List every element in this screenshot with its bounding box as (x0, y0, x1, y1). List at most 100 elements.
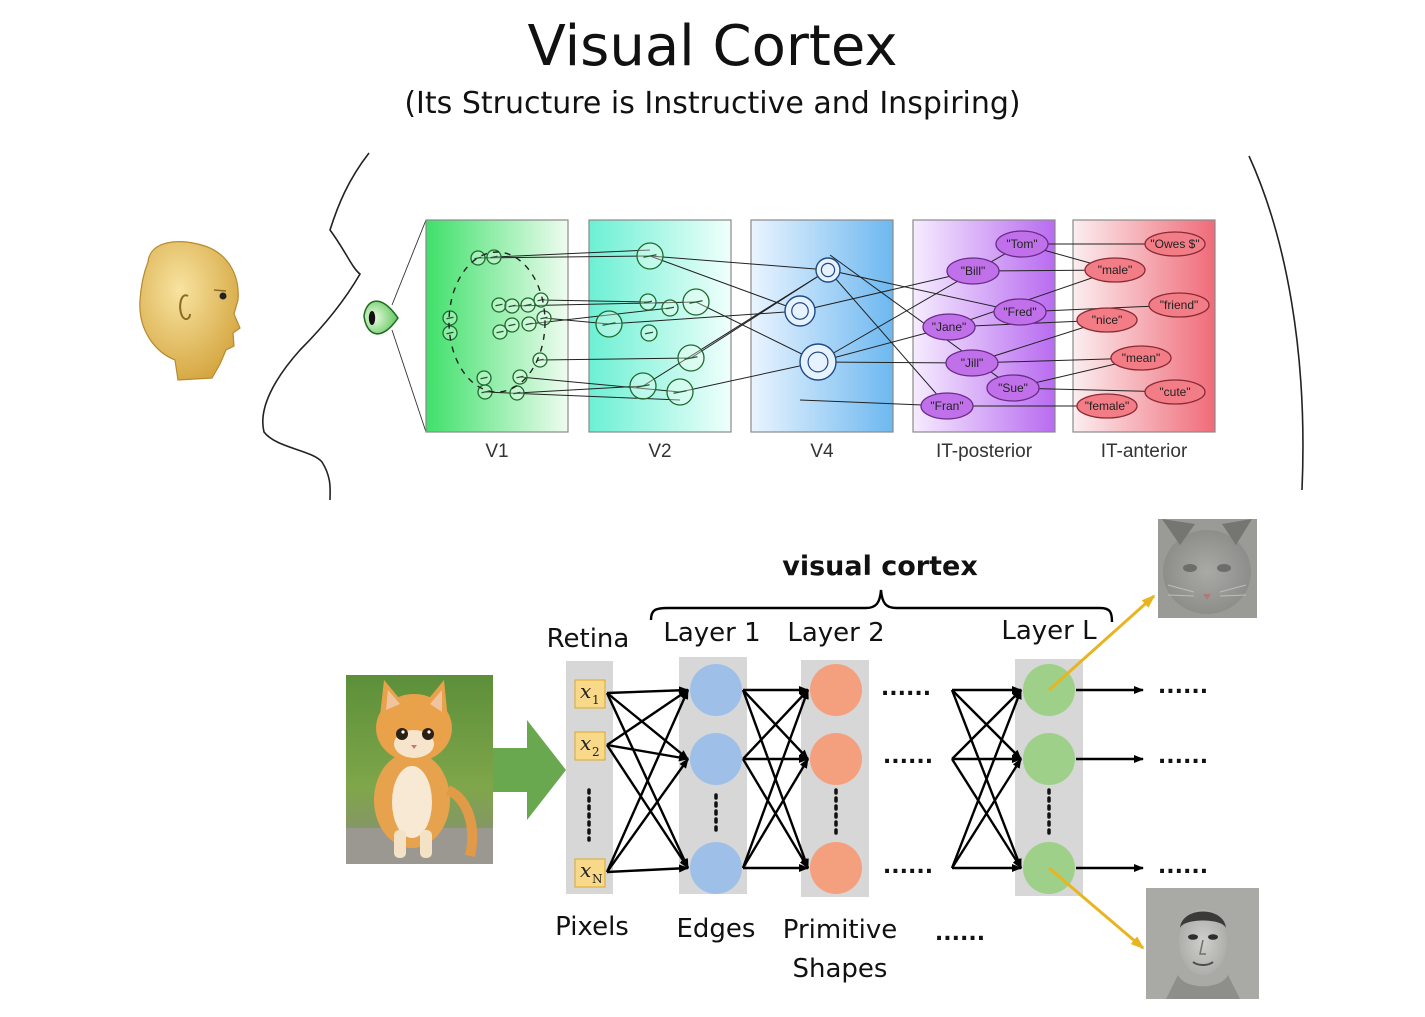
it-anterior-oval-7: "female" (1076, 393, 1138, 419)
v1-cell-13 (532, 352, 548, 368)
svg-text:x: x (580, 858, 591, 882)
it-anterior-oval-1: "Owes $" (1144, 231, 1206, 257)
face-feature-image (1146, 888, 1259, 999)
input-link (605, 744, 690, 869)
it-posterior-oval-4: "Jane" (922, 313, 976, 341)
input-link (606, 743, 689, 762)
svg-text:"male": "male" (1098, 263, 1133, 277)
input-link (606, 692, 689, 760)
v2-cell-7 (677, 344, 705, 372)
hdots-row3: ...... (883, 854, 933, 879)
more-label: ...... (935, 921, 985, 946)
area-connection (539, 357, 692, 361)
edges-label: Edges (677, 914, 756, 944)
svg-text:"Sue": "Sue" (998, 381, 1028, 395)
it-posterior-oval-6: "Sue" (986, 374, 1040, 402)
face-feature-arrow (1048, 866, 1145, 950)
input-link (605, 689, 690, 873)
area-connection (519, 376, 681, 393)
svg-text:"mean": "mean" (1122, 351, 1161, 365)
v1-face-contour (448, 251, 546, 393)
it-anterior-oval-5: "mean" (1110, 345, 1172, 371)
pre-layerL-link (950, 758, 1023, 869)
v2-cell-2 (639, 293, 657, 311)
visual-cortex-brace (649, 589, 1114, 623)
input-arrow-icon (493, 720, 566, 820)
cat-feature-arrow (1047, 594, 1156, 692)
it-posterior-oval-2: "Bill" (946, 257, 1000, 285)
pre-layerL-link (951, 689, 1022, 760)
svg-text:"Jill": "Jill" (961, 356, 984, 370)
v1-cell-7 (442, 310, 458, 326)
v1-cell-9 (521, 316, 537, 332)
area-box-2 (588, 219, 732, 433)
svg-text:2: 2 (592, 745, 600, 759)
svg-text:"Tom": "Tom" (1006, 237, 1037, 251)
visual-cortex-header: visual cortex (782, 551, 978, 582)
v2-cell-9 (666, 378, 694, 406)
area-connection (540, 299, 649, 303)
svg-text:"Fred": "Fred" (1003, 305, 1036, 319)
area-label-3: V4 (810, 441, 834, 462)
layer1-layer2-link (741, 689, 810, 869)
area-connection (477, 255, 651, 259)
layer2-node-1 (810, 664, 862, 716)
svg-text:"friend": "friend" (1160, 298, 1199, 312)
svg-text:x: x (580, 731, 591, 755)
hdots-row1: ...... (881, 676, 931, 701)
layer1-node-3 (690, 842, 742, 894)
it-anterior-oval-4: "nice" (1076, 307, 1138, 333)
face-profile-outline (262, 152, 1304, 501)
area-label-5: IT-anterior (1101, 441, 1188, 462)
it-posterior-oval-3: "Fred" (993, 298, 1047, 326)
layer1-label: Layer 1 (663, 618, 760, 648)
hdots-row2: ...... (883, 744, 933, 769)
v2-cell-8 (629, 372, 657, 400)
svg-text:"cute": "cute" (1159, 385, 1190, 399)
v2-cell-6 (640, 324, 658, 342)
v1-cell-4 (504, 298, 520, 314)
it-anterior-oval-2: "male" (1084, 257, 1146, 283)
primitive-label: Primitive (783, 915, 898, 945)
svg-text:1: 1 (592, 693, 600, 707)
area-connection (799, 270, 974, 312)
svg-text:"female": "female" (1085, 399, 1130, 413)
v1-cell-6 (533, 292, 549, 308)
area-label-2: V2 (648, 441, 671, 462)
v1-cell-14 (512, 369, 528, 385)
eye-view-lines (391, 219, 427, 433)
v2-cell-4 (682, 288, 710, 316)
svg-text:N: N (592, 872, 603, 886)
v2-cell-5 (595, 310, 623, 338)
area-box-3 (750, 219, 894, 433)
it-posterior-oval-5: "Jill" (945, 349, 999, 377)
kitten-photo (346, 675, 493, 864)
it-anterior-oval-6: "cute" (1144, 379, 1206, 405)
area-label-4: IT-posterior (936, 441, 1033, 462)
v1-cell-17 (509, 385, 525, 401)
svg-text:"Jane": "Jane" (932, 320, 967, 334)
it-anterior-oval-3: "friend" (1148, 292, 1210, 318)
area-connection (511, 301, 697, 307)
svg-text:"nice": "nice" (1092, 313, 1123, 327)
area-connection (679, 361, 819, 393)
pixels-label: Pixels (555, 912, 629, 942)
v1-cell-5 (520, 297, 536, 313)
layer1-layer2-link (742, 689, 809, 760)
svg-text:"Owes $": "Owes $" (1150, 237, 1199, 251)
layer3-node-2 (1023, 733, 1075, 785)
input-link (606, 864, 689, 874)
area-connection (827, 269, 948, 407)
v1-cell-15 (476, 370, 492, 386)
area-connection (642, 269, 829, 387)
area-connection (695, 301, 819, 363)
retina-label: Retina (547, 624, 630, 654)
area-connection (948, 269, 1116, 328)
layer1-node-1 (690, 664, 742, 716)
area-connection (649, 255, 801, 312)
v4-cell-3 (799, 343, 837, 381)
cat-feature-image (1158, 519, 1257, 618)
it-posterior-oval-1: "Tom" (995, 230, 1049, 258)
